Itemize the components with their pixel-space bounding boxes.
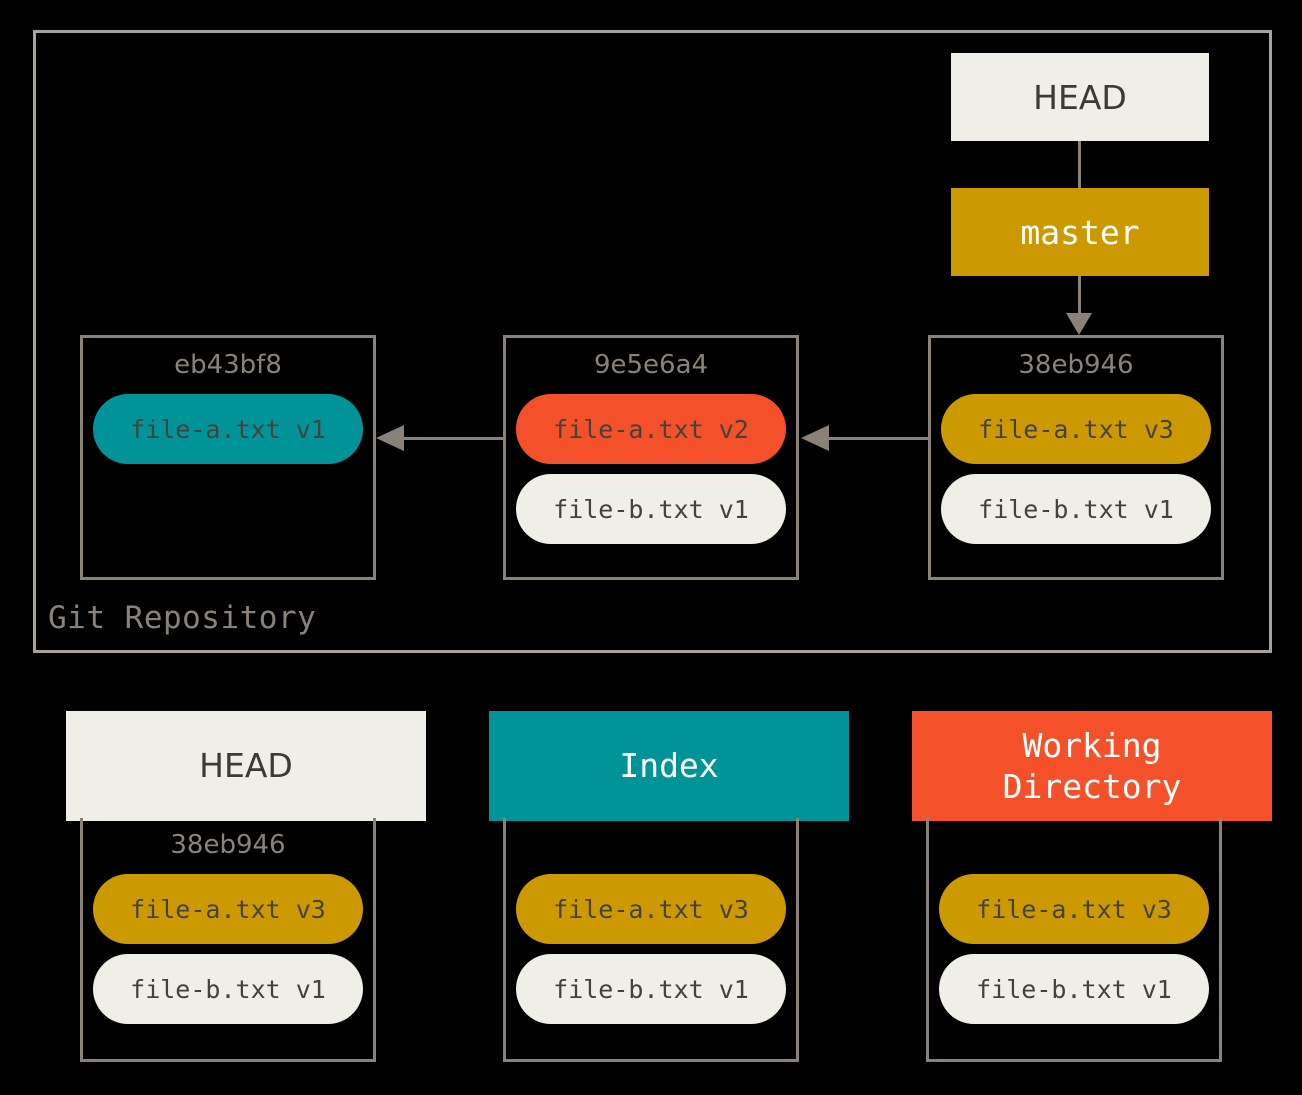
commit-id-2: 38eb946 xyxy=(1018,350,1134,380)
master-branch-label: master xyxy=(1020,212,1140,252)
blob-item: file-a.txt v1 xyxy=(93,394,363,464)
blob-item: file-a.txt v3 xyxy=(93,874,363,944)
parent-link-arrowhead-2 xyxy=(801,425,829,451)
area-commit-id-working-directory xyxy=(929,830,1219,860)
parent-link-line-1 xyxy=(404,437,506,440)
parent-link-arrowhead-1 xyxy=(376,425,404,451)
area-commit-id-index xyxy=(506,830,796,860)
area-blob-stack-index: file-a.txt v3 file-b.txt v1 xyxy=(516,874,786,1034)
blob-item: file-b.txt v1 xyxy=(516,954,786,1024)
git-repository-label: Git Repository xyxy=(48,600,317,636)
commit-id-1: 9e5e6a4 xyxy=(593,350,709,380)
commit-blob-stack-2: file-a.txt v3 file-b.txt v1 xyxy=(941,394,1211,554)
area-header-working-directory: Working Directory xyxy=(912,711,1272,821)
master-to-commit-connector xyxy=(1078,276,1081,316)
area-body-working-directory: file-a.txt v3 file-b.txt v1 xyxy=(926,818,1222,1062)
head-ref-box[interactable]: HEAD xyxy=(951,53,1209,141)
blob-item: file-a.txt v3 xyxy=(939,874,1209,944)
blob-item: file-b.txt v1 xyxy=(516,474,786,544)
area-blob-stack-working-directory: file-a.txt v3 file-b.txt v1 xyxy=(939,874,1209,1034)
area-blob-stack-head: file-a.txt v3 file-b.txt v1 xyxy=(93,874,363,1034)
blob-item: file-b.txt v1 xyxy=(939,954,1209,1024)
commit-box-1[interactable]: 9e5e6a4 file-a.txt v2 file-b.txt v1 xyxy=(503,335,799,580)
blob-item: file-a.txt v3 xyxy=(941,394,1211,464)
head-to-master-connector xyxy=(1078,141,1081,189)
area-panel-index[interactable]: Index file-a.txt v3 file-b.txt v1 xyxy=(489,711,849,1062)
parent-link-line-2 xyxy=(829,437,931,440)
commit-blob-stack-1: file-a.txt v2 file-b.txt v1 xyxy=(516,394,786,554)
blob-item: file-a.txt v2 xyxy=(516,394,786,464)
blob-item: file-b.txt v1 xyxy=(93,954,363,1024)
commit-id-0: eb43bf8 xyxy=(174,350,282,380)
blob-item: file-b.txt v1 xyxy=(941,474,1211,544)
area-panel-head[interactable]: HEAD 38eb946 file-a.txt v3 file-b.txt v1 xyxy=(66,711,426,1062)
commit-box-0[interactable]: eb43bf8 file-a.txt v1 xyxy=(80,335,376,580)
area-panel-working-directory[interactable]: Working Directory file-a.txt v3 file-b.t… xyxy=(912,711,1272,1062)
blob-item: file-a.txt v3 xyxy=(516,874,786,944)
master-to-commit-arrowhead xyxy=(1066,313,1092,335)
area-body-index: file-a.txt v3 file-b.txt v1 xyxy=(503,818,799,1062)
commit-box-2[interactable]: 38eb946 file-a.txt v3 file-b.txt v1 xyxy=(928,335,1224,580)
area-header-head: HEAD xyxy=(66,711,426,821)
head-ref-label: HEAD xyxy=(1033,77,1127,117)
master-branch-box[interactable]: master xyxy=(951,188,1209,276)
area-commit-id-head: 38eb946 xyxy=(170,830,286,860)
area-body-head: 38eb946 file-a.txt v3 file-b.txt v1 xyxy=(80,818,376,1062)
git-repository-frame xyxy=(33,30,1272,653)
area-header-index: Index xyxy=(489,711,849,821)
commit-blob-stack-0: file-a.txt v1 xyxy=(93,394,363,474)
